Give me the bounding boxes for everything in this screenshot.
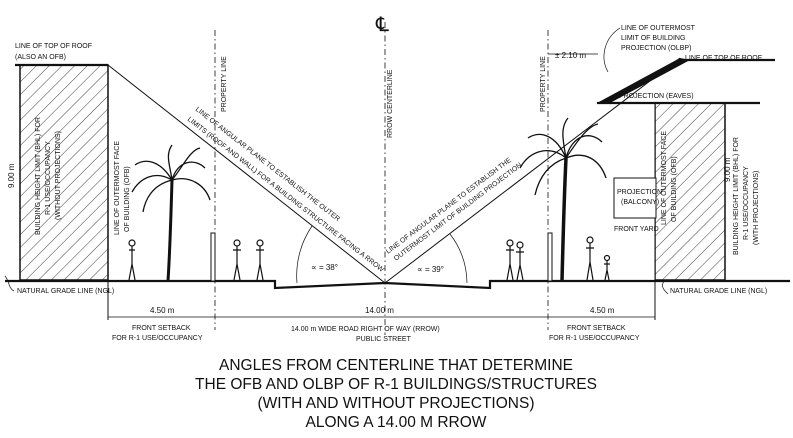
right-top-roof-label: LINE OF TOP OF ROOF [685, 55, 762, 62]
left-bhl-label-1: BUILDING HEIGHT LIMIT (BHL) FOR [35, 117, 42, 235]
caption-line-4: ALONG A 14.00 M RROW [306, 414, 487, 431]
person-icon-2 [233, 239, 241, 281]
caption-line-3: (WITH AND WITHOUT PROJECTIONS) [258, 395, 535, 412]
balcony-label-1: PROJECTION [617, 189, 662, 196]
left-height-dim: 9.00 m [7, 163, 16, 188]
olbp-leader [603, 27, 621, 73]
person-icon-4 [506, 239, 514, 281]
road-label-1: 14.00 m WIDE ROAD RIGHT OF WAY (RROW) [291, 326, 440, 333]
right-setback-label-1: FRONT SETBACK [567, 325, 626, 332]
balcony-label-2: (BALCONY) [621, 199, 659, 206]
right-property-line-label: PROPERTY LINE [540, 56, 547, 112]
right-ofb-label-2: OF BUILDING (OFB) [671, 156, 678, 222]
right-bhl-label-3: (WITH PROJECTIONS) [753, 171, 760, 245]
ngl-right-label: NATURAL GRADE LINE (NGL) [670, 288, 767, 295]
left-angle-arc [296, 225, 313, 284]
right-setback-label-2: FOR R-1 USE/OCCUPANCY [549, 335, 640, 342]
eave-offset-label: ± 2.10 m [555, 51, 586, 60]
caption-line-1: ANGLES FROM CENTERLINE THAT DETERMINE [219, 357, 573, 374]
projection-eaves-label: PROJECTION (EAVES) [619, 93, 694, 100]
right-bhl-label-2: R-1 USE/OCCUPANCY [743, 166, 750, 240]
left-setback-label-1: FRONT SETBACK [132, 325, 191, 332]
ngl-left-leader [4, 275, 15, 292]
child-icon [603, 254, 611, 281]
right-bhl-label-1: BUILDING HEIGHT LIMIT (BHL) FOR [733, 137, 740, 255]
left-setback-dim-label: 4.50 m [150, 306, 175, 315]
left-angular-label-1: LINE OF ANGULAR PLANE TO ESTABLISH THE O… [194, 106, 341, 223]
ngl-right-leader [662, 280, 669, 295]
left-ofb-label-1: LINE OF OUTERMOST FACE [114, 141, 121, 235]
left-bhl-label-3: (WITHOUT PROJECTIONS) [55, 131, 62, 220]
left-bhl-label-2: R-1 USE/OCCUPANCY [45, 141, 52, 215]
left-property-line-label: PROPERTY LINE [221, 56, 228, 112]
road-width-dim-label: 14.00 m [365, 306, 394, 315]
centerline-symbol: ℄ [375, 14, 389, 36]
left-post [210, 232, 216, 282]
right-post [547, 232, 553, 282]
left-building [19, 64, 109, 281]
person-icon-6 [586, 236, 594, 281]
left-angular-plane [107, 64, 386, 284]
right-angular-label-1: LINE OF ANGULAR PLANE TO ESTABLISH THE [385, 157, 513, 256]
olbp-label-2: LIMIT OF BUILDING [621, 35, 685, 42]
balcony-box [613, 177, 657, 219]
left-setback-label-2: FOR R-1 USE/OCCUPANCY [112, 335, 203, 342]
person-icon-1 [128, 239, 136, 281]
left-top-roof-label: LINE OF TOP OF ROOF [15, 43, 92, 50]
olbp-label-3: PROJECTION (OLBP) [621, 45, 691, 52]
right-ofb-label-1: LINE OF OUTERMOST FACE [661, 131, 668, 225]
right-angle-arc [449, 233, 468, 284]
caption-line-2: THE OFB AND OLBP OF R-1 BUILDINGS/STRUCT… [195, 376, 597, 393]
ngl-left-label: NATURAL GRADE LINE (NGL) [17, 288, 114, 295]
ground-line [5, 279, 790, 290]
person-icon-5 [516, 241, 524, 281]
left-angle-label: ∝ = 38° [311, 263, 338, 272]
right-angular-plane [384, 57, 681, 284]
left-palm-tree-icon [131, 144, 211, 282]
front-yard-label: FRONT YARD [614, 226, 659, 233]
roof-slope [597, 58, 690, 103]
olbp-label-1: LINE OF OUTERMOST [621, 25, 696, 32]
left-ofb-label-2: OF BUILDING (OFB) [124, 166, 131, 232]
right-angle-label: ∝ = 39° [417, 265, 444, 274]
right-setback-dim-label: 4.50 m [590, 306, 615, 315]
rrow-centerline-label: RROW CENTERLINE [387, 69, 394, 138]
left-top-roof-sub-label: (ALSO AN OFB) [15, 54, 66, 61]
person-icon-3 [256, 239, 264, 281]
right-building [654, 102, 726, 281]
road-label-2: PUBLIC STREET [356, 336, 412, 343]
right-height-dim: 9.00 m [723, 157, 732, 182]
right-palm-tree-icon [519, 117, 607, 282]
left-angular-label-2: LIMITS (ROOF AND WALL) FOR A BUILDING ST… [186, 116, 385, 274]
